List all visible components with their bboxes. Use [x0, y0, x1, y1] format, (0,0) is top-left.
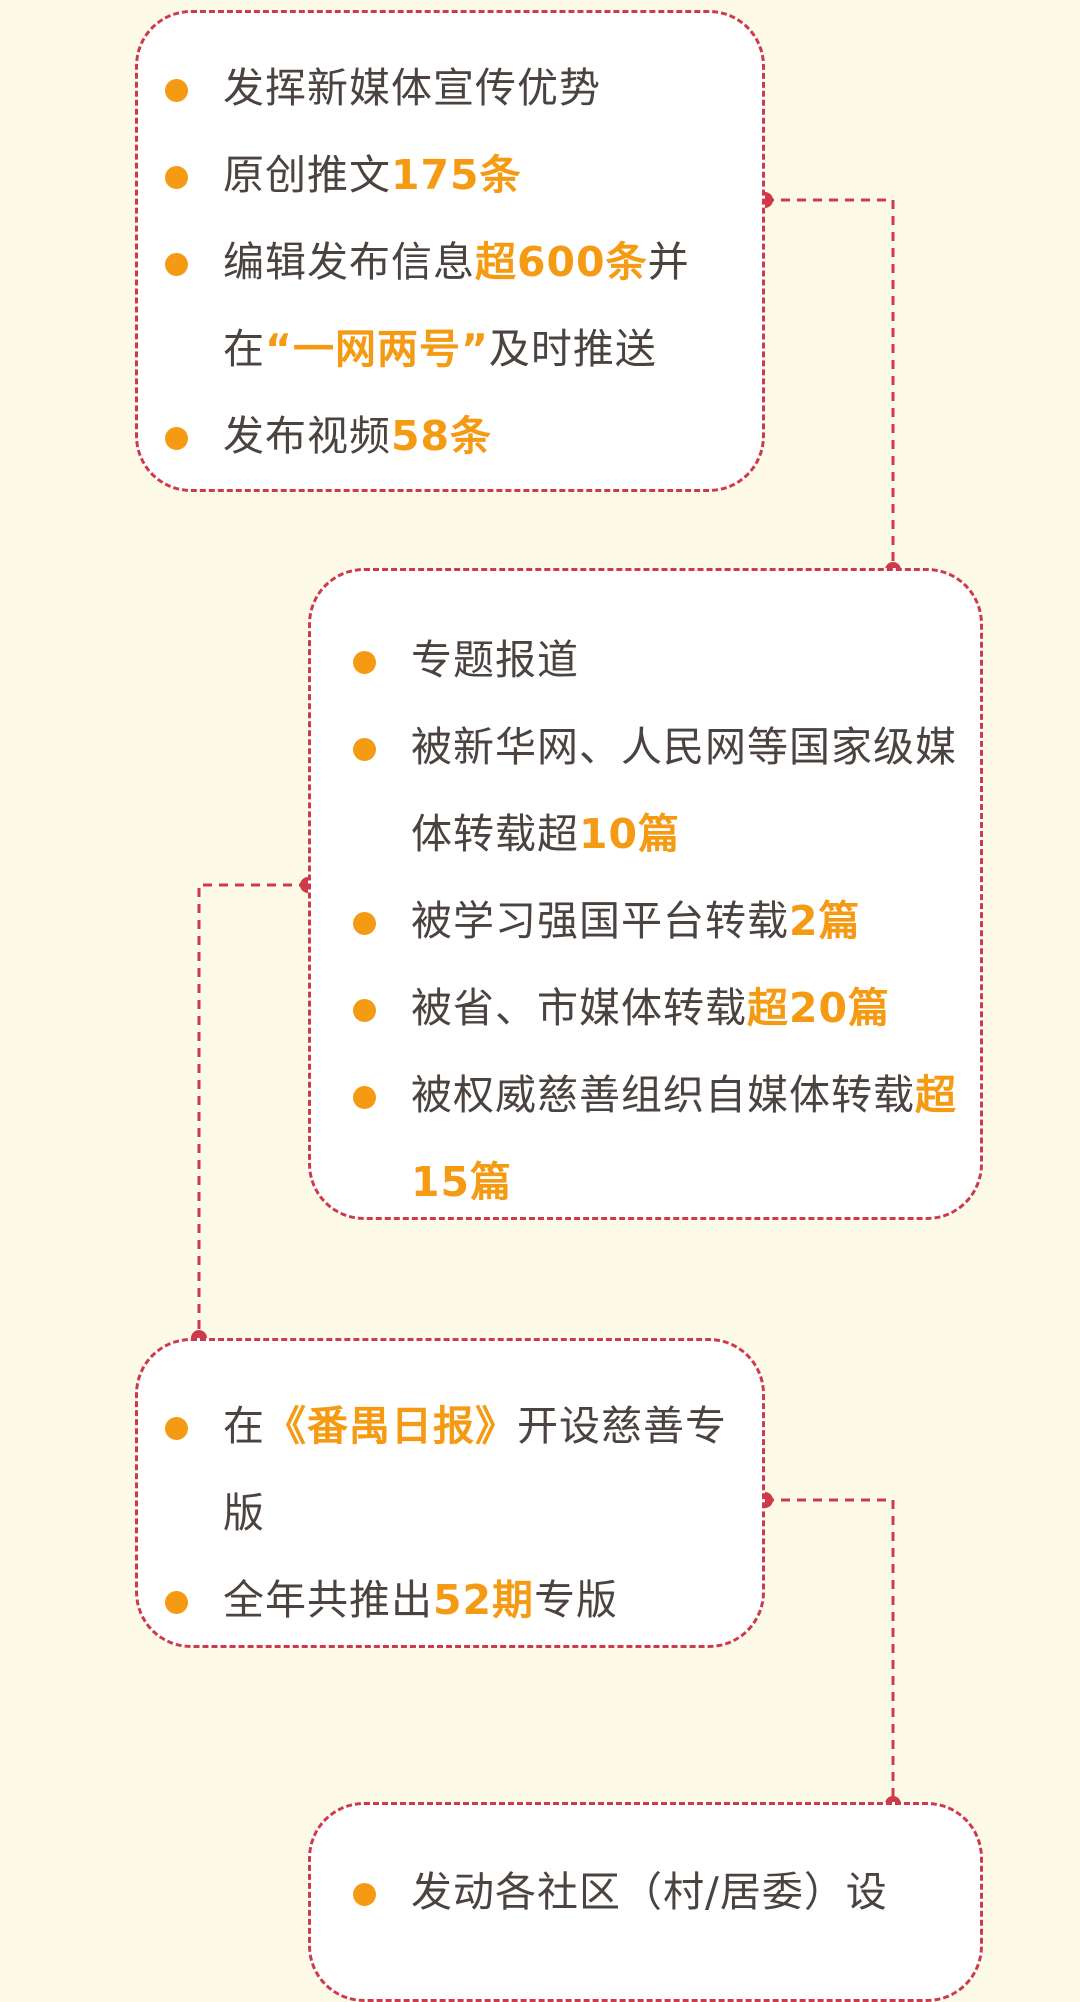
list-item: 在《番禺日报》开设慈善专版	[165, 1383, 743, 1557]
highlight-text: 超20篇	[747, 984, 891, 1032]
item-text: 开设慈善专版	[223, 1402, 727, 1537]
list-item: 被学习强国平台转载2篇	[353, 878, 971, 965]
bullet-dot-icon	[165, 253, 188, 276]
bullet-dot-icon	[165, 427, 188, 450]
connector-3-4	[765, 1498, 895, 1802]
connector-2-3	[197, 883, 308, 1338]
highlight-text: 58条	[391, 412, 493, 460]
info-card-new-media: 发挥新媒体宣传优势原创推文175条编辑发布信息超600条并在“一网两号”及时推送…	[135, 10, 765, 492]
list-item: 编辑发布信息超600条并在“一网两号”及时推送	[165, 219, 743, 393]
list-item: 被省、市媒体转载超20篇	[353, 965, 971, 1052]
bullet-dot-icon	[353, 738, 376, 761]
item-text: 编辑发布信息	[223, 238, 475, 286]
item-text: 专题报道	[411, 636, 579, 684]
item-text: 全年共推出	[223, 1576, 433, 1624]
bullet-list: 发动各社区（村/居委）设	[353, 1849, 971, 1936]
bullet-list: 专题报道被新华网、人民网等国家级媒体转载超10篇被学习强国平台转载2篇被省、市媒…	[353, 617, 971, 1226]
bullet-dot-icon	[353, 999, 376, 1022]
list-item: 发布视频58条	[165, 393, 743, 480]
item-text: 原创推文	[223, 151, 391, 199]
item-text: 发布视频	[223, 412, 391, 460]
item-text: 专版	[534, 1576, 619, 1624]
item-text: 并在	[223, 238, 690, 373]
list-item: 全年共推出52期专版	[165, 1557, 743, 1644]
highlight-text: 10篇	[579, 810, 681, 858]
bullet-list: 在《番禺日报》开设慈善专版全年共推出52期专版	[165, 1383, 743, 1644]
bullet-dot-icon	[353, 1883, 376, 1906]
list-item: 被新华网、人民网等国家级媒体转载超10篇	[353, 704, 971, 878]
highlight-text: 2篇	[789, 897, 861, 945]
item-text: 被权威慈善组织自媒体转载	[411, 1071, 915, 1119]
bullet-dot-icon	[165, 1591, 188, 1614]
item-text: 被学习强国平台转载	[411, 897, 789, 945]
bullet-dot-icon	[165, 1417, 188, 1440]
item-text: 发挥新媒体宣传优势	[223, 64, 601, 112]
item-text: 被新华网、人民网等国家级媒体转载超	[411, 723, 957, 858]
highlight-text: 超15篇	[411, 1071, 957, 1206]
item-text: 被省、市媒体转载	[411, 984, 747, 1032]
bullet-dot-icon	[353, 651, 376, 674]
highlight-text: 175条	[391, 151, 522, 199]
list-item: 发挥新媒体宣传优势	[165, 45, 743, 132]
list-item: 原创推文175条	[165, 132, 743, 219]
highlight-text: 52期	[433, 1576, 535, 1624]
item-text: 发动各社区（村/居委）设	[411, 1868, 888, 1916]
bullet-list: 发挥新媒体宣传优势原创推文175条编辑发布信息超600条并在“一网两号”及时推送…	[165, 45, 743, 480]
bullet-dot-icon	[165, 79, 188, 102]
bullet-dot-icon	[353, 1086, 376, 1109]
info-card-community: 发动各社区（村/居委）设	[308, 1802, 983, 2002]
list-item: 发动各社区（村/居委）设	[353, 1849, 971, 1936]
highlight-text: 超600条	[475, 238, 648, 286]
info-card-reprints: 专题报道被新华网、人民网等国家级媒体转载超10篇被学习强国平台转载2篇被省、市媒…	[308, 568, 983, 1220]
bullet-dot-icon	[165, 166, 188, 189]
item-text: 在	[223, 1402, 265, 1450]
bullet-dot-icon	[353, 912, 376, 935]
list-item: 专题报道	[353, 617, 971, 704]
highlight-text: “一网两号”	[265, 325, 489, 373]
info-card-newspaper: 在《番禺日报》开设慈善专版全年共推出52期专版	[135, 1338, 765, 1648]
item-text: 及时推送	[488, 325, 657, 373]
list-item: 被权威慈善组织自媒体转载超15篇	[353, 1052, 971, 1226]
highlight-text: 《番禺日报》	[265, 1402, 517, 1450]
connector-1-2	[765, 198, 895, 568]
